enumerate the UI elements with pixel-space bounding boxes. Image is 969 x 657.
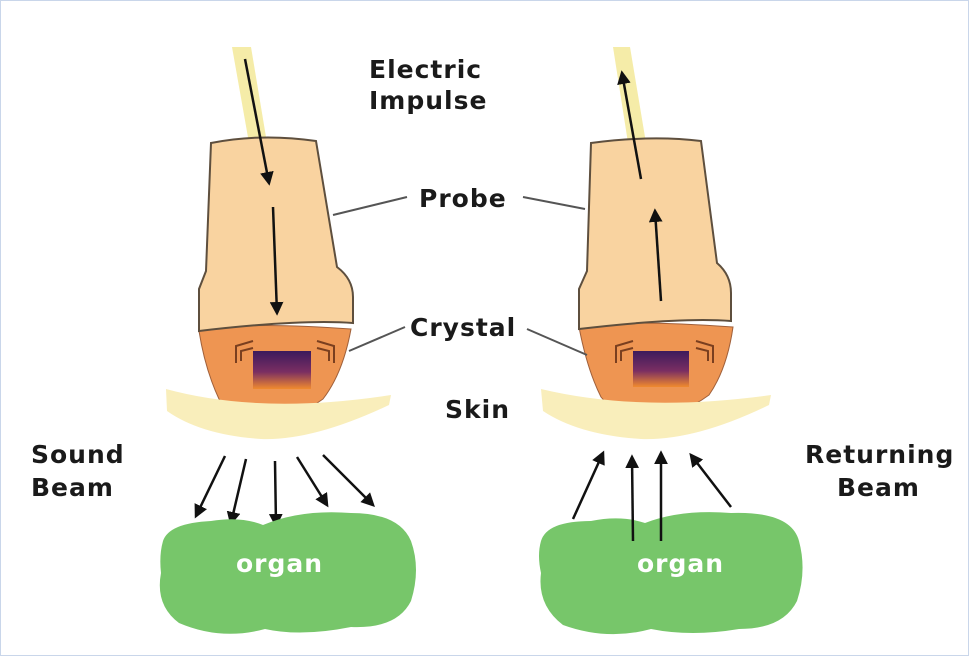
right-probe-body — [579, 138, 731, 329]
left-cable — [232, 47, 267, 143]
probe-leader-left — [333, 197, 407, 215]
right-probe-assembly — [579, 47, 733, 417]
organ-label-right: organ — [637, 549, 724, 578]
sound-beam-arrow-2 — [231, 459, 246, 523]
crystal-leader-left — [349, 327, 405, 351]
skin-label: Skin — [445, 395, 510, 424]
sound-beam-arrow-5 — [323, 455, 373, 505]
probe-leader-right — [523, 197, 585, 209]
right-cable — [613, 47, 646, 143]
probe-label: Probe — [419, 184, 507, 213]
electric-impulse-label-line1: Electric — [369, 55, 482, 84]
left-probe-assembly — [199, 47, 353, 419]
returning-beam-arrow-2 — [632, 457, 633, 541]
electric-impulse-label-line2: Impulse — [369, 86, 487, 115]
crystal-label: Crystal — [410, 313, 516, 342]
sound-beam-label-line2: Beam — [31, 473, 114, 502]
left-crystal-element — [253, 351, 311, 389]
sound-beam-arrow-3 — [275, 461, 276, 525]
returning-beam-arrow-4 — [691, 455, 731, 507]
sound-beam-label-line1: Sound — [31, 440, 125, 469]
crystal-leader-right — [527, 329, 587, 355]
right-crystal-element — [633, 351, 689, 387]
organ-label-left: organ — [236, 549, 323, 578]
sound-beam-arrow-1 — [196, 456, 225, 516]
returning-beam-label-line2: Beam — [837, 473, 920, 502]
returning-beam-arrow-1 — [573, 453, 603, 519]
sound-beam-arrow-4 — [297, 457, 327, 505]
returning-beam-label-line1: Returning — [805, 440, 954, 469]
